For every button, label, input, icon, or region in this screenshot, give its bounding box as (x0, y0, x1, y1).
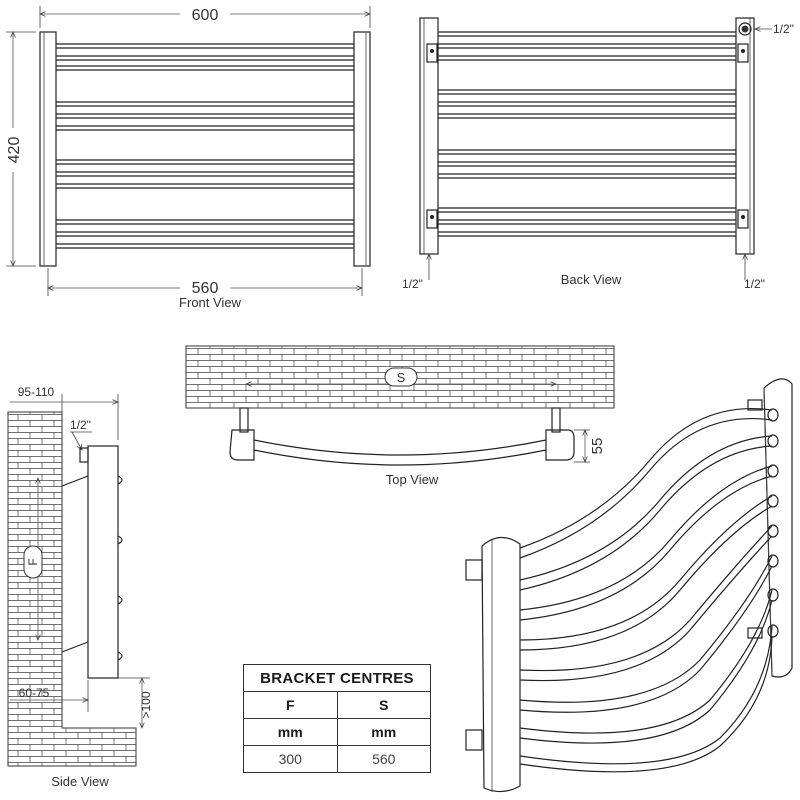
bracket-header-f: F (243, 691, 338, 719)
side-wall-gap-label: 95-110 (18, 385, 55, 399)
bracket-unit-f: mm (243, 718, 338, 746)
side-view: 95-110 1/2" F 60-75 >100 Side View (7, 385, 153, 789)
bracket-header-s: S (336, 691, 431, 719)
bracket-value-s: 560 (336, 745, 431, 773)
side-floor-gap-label: >100 (139, 691, 153, 718)
bracket-value-f: 300 (243, 745, 338, 773)
top-view: S 55 Top View (185, 345, 615, 487)
top-view-caption: Top View (386, 472, 439, 487)
side-connection-label: 1/2" (70, 418, 91, 432)
back-view-caption: Back View (561, 272, 622, 287)
front-width-label: 600 (192, 7, 219, 24)
bracket-centres-table: BRACKET CENTRES F S mm mm 300 560 (243, 664, 431, 773)
back-connection-bottom-left-label: 1/2" (402, 277, 423, 291)
back-connection-top-label: 1/2" (773, 22, 794, 36)
side-view-caption: Side View (51, 774, 109, 789)
back-connection-bottom-right-label: 1/2" (744, 277, 765, 291)
top-s-marker: S (397, 370, 406, 385)
isometric-view (465, 378, 793, 793)
side-f-marker: F (26, 558, 40, 565)
bracket-unit-s: mm (336, 718, 431, 746)
front-height-label: 420 (6, 137, 23, 164)
front-centres-label: 560 (192, 280, 219, 297)
bracket-table-title: BRACKET CENTRES (243, 664, 431, 692)
top-depth-label: 55 (589, 438, 606, 455)
front-view: 600 420 560 (3, 4, 370, 310)
side-lower-gap-label: 60-75 (19, 686, 50, 700)
back-view: 1/2" 1/2" 1/2" Back View (402, 17, 794, 291)
front-view-caption: Front View (179, 295, 242, 310)
